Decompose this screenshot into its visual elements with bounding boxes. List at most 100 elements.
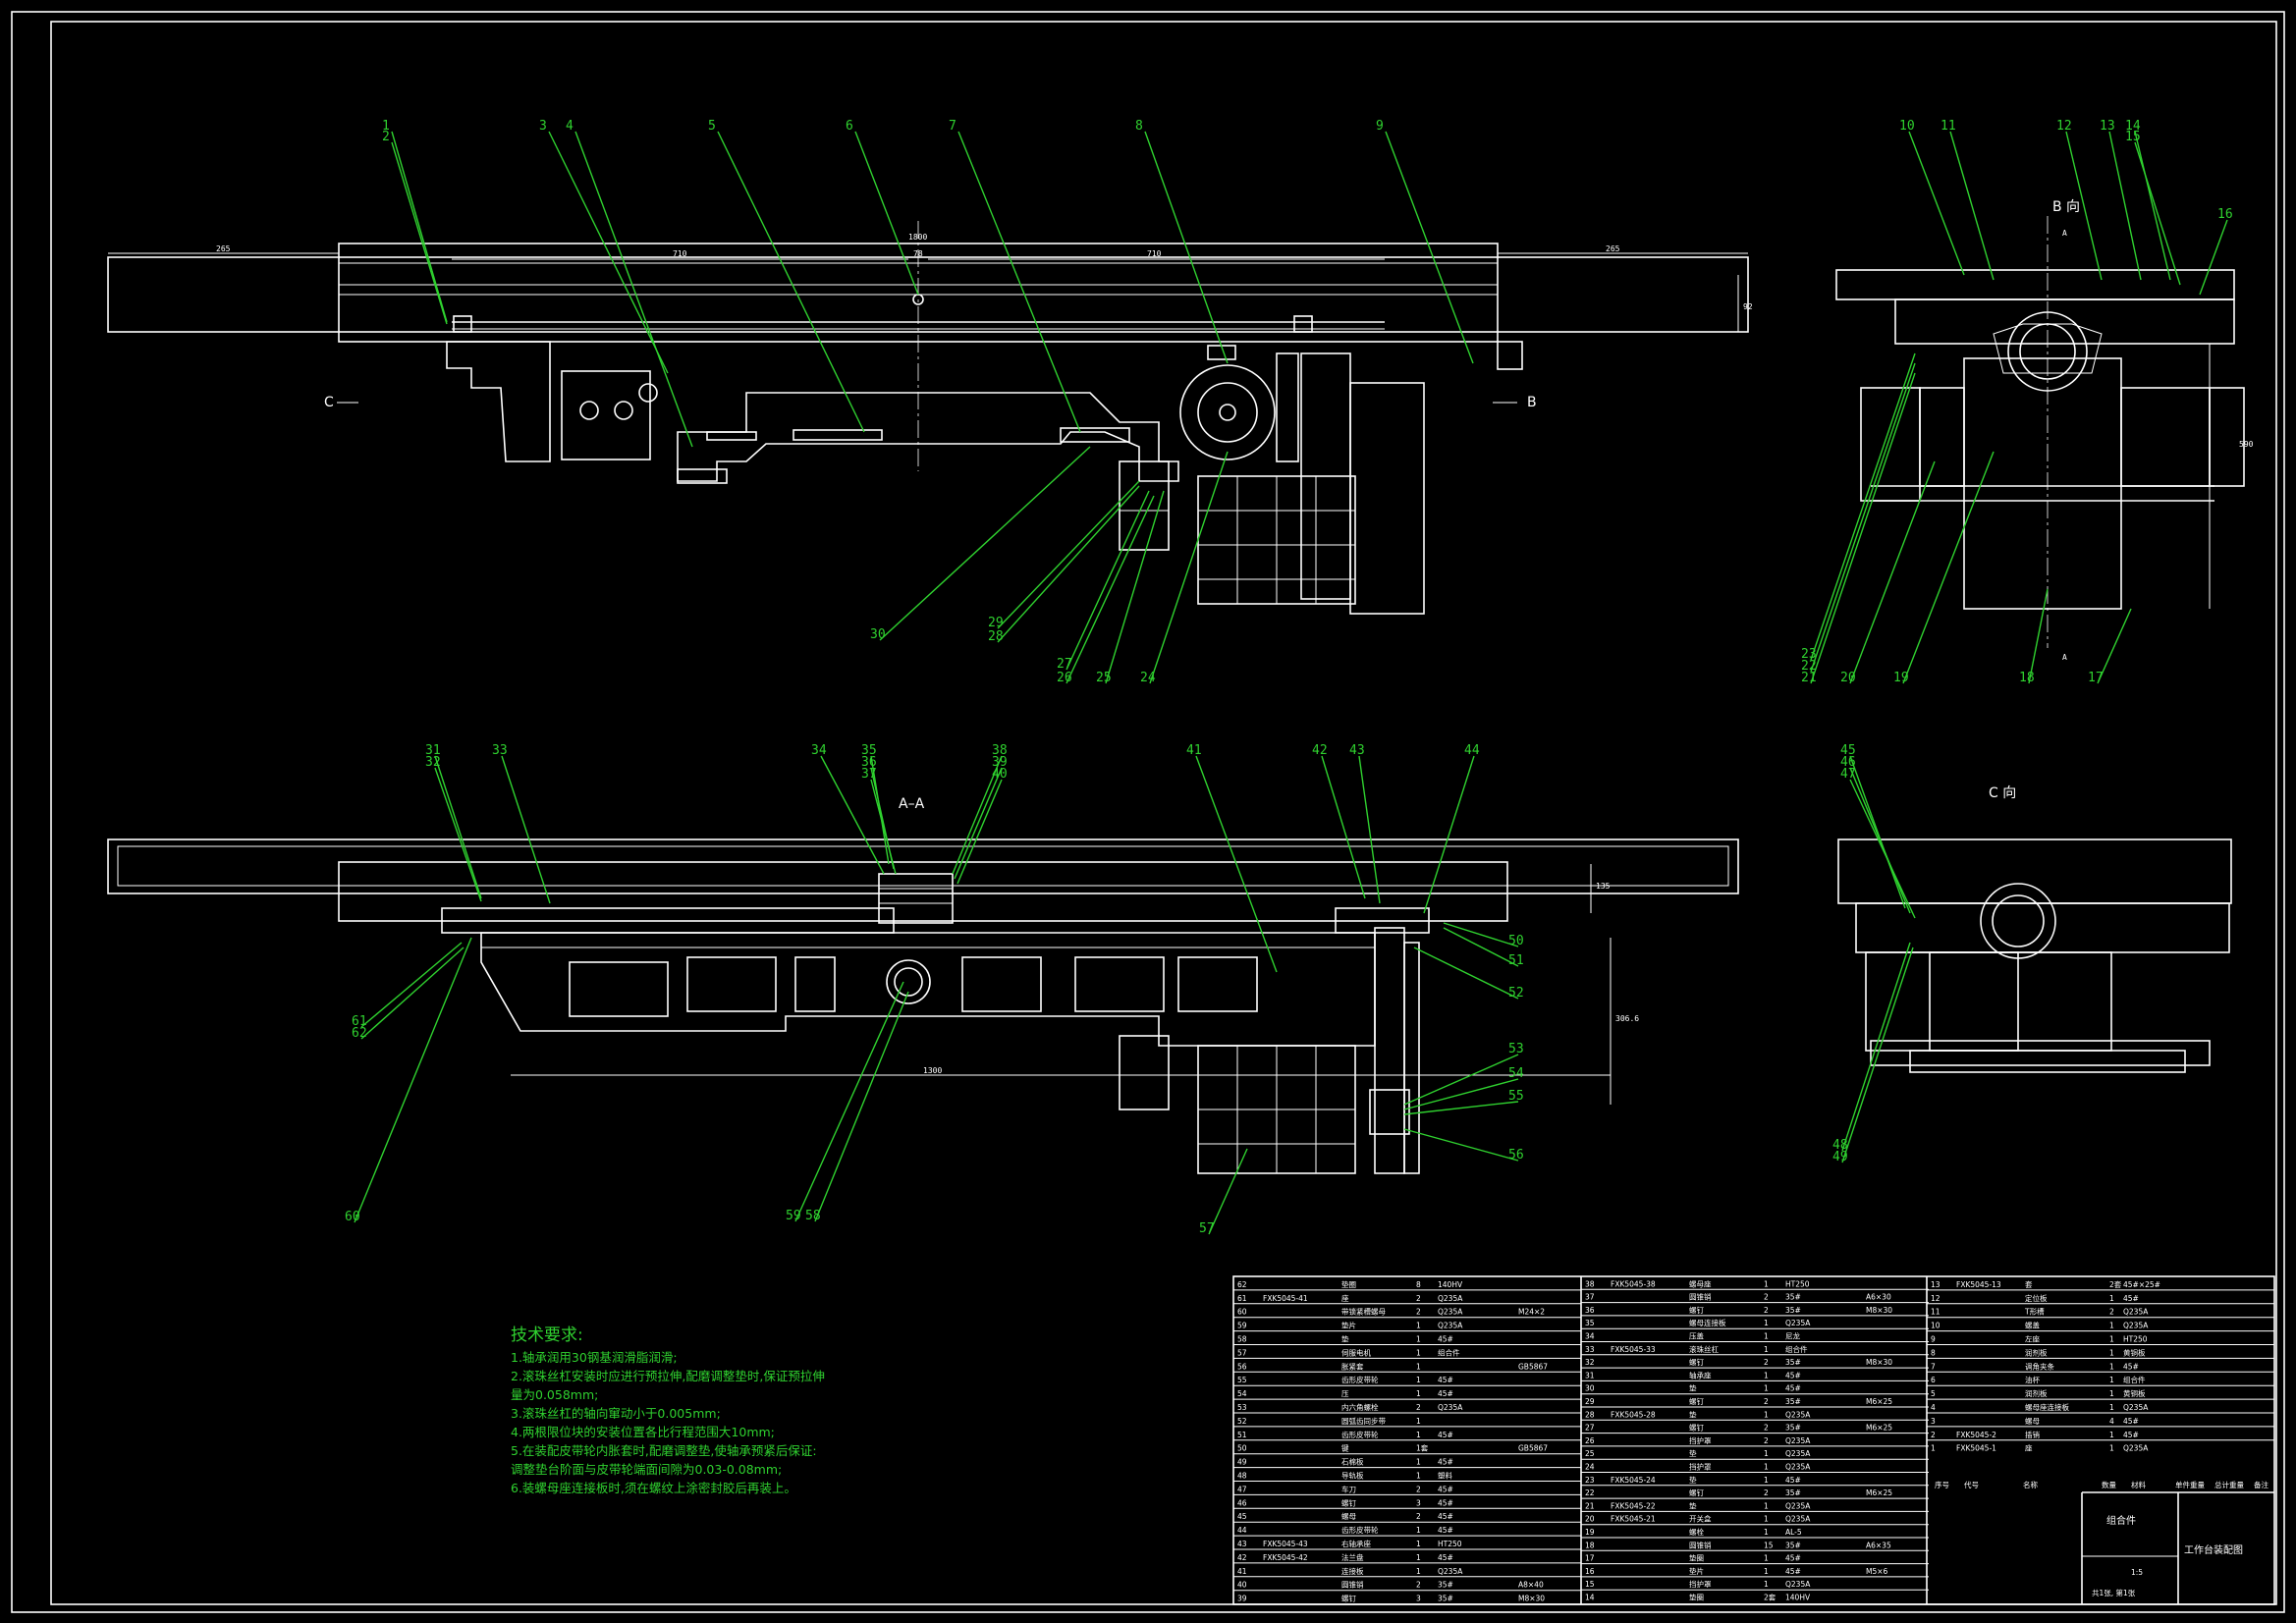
bom-cell: 挡护罩	[1689, 1435, 1712, 1445]
bom-cell: 35#	[1785, 1306, 1801, 1315]
callout-number: 44	[1464, 743, 1480, 758]
bom-cell: 8	[1931, 1348, 1936, 1357]
callout-leader	[1841, 947, 1914, 1163]
callout-leader	[1144, 131, 1229, 364]
bom-cell: 轴承座	[1689, 1370, 1712, 1380]
bom-cell: FXK5045-43	[1263, 1540, 1308, 1548]
bom-cell: 17	[1585, 1554, 1595, 1563]
tech-req-item: 调整垫台阶面与皮带轮端面间隙为0.03-0.08mm;	[511, 1462, 782, 1477]
bom-cell: 伺服电机	[1341, 1347, 1371, 1357]
callout-number: 20	[1840, 671, 1856, 685]
bom-cell: T形槽	[2024, 1307, 2045, 1317]
bom-cell: M8×30	[1866, 1306, 1892, 1315]
bom-cell: 1	[1416, 1322, 1421, 1330]
bom-cell: 2	[2109, 1308, 2114, 1317]
bom-cell: 螺钉	[1689, 1305, 1705, 1315]
bom-cell: 28	[1585, 1410, 1595, 1419]
bom-cell: 车刀	[1341, 1484, 1356, 1493]
bom-cell: 螺盖	[2025, 1321, 2041, 1330]
callout-leader	[997, 480, 1140, 629]
bom-cell: Q235A	[2123, 1403, 2149, 1412]
callout-leader	[1066, 495, 1155, 684]
bom-cell: 47	[1237, 1485, 1247, 1493]
callout-leader	[354, 937, 472, 1223]
bom-cell: 1	[1764, 1332, 1769, 1341]
callout-number: 11	[1941, 119, 1956, 134]
callout-leader	[1403, 1101, 1519, 1115]
bom-cell: 2	[1764, 1293, 1769, 1302]
dim-center-78: 78	[913, 249, 923, 258]
bom-cell: 24	[1585, 1463, 1595, 1472]
callout-leader	[2134, 141, 2181, 286]
bom-cell: 齿形皮带轮	[1341, 1430, 1379, 1439]
assembly-label: 组合件	[2106, 1514, 2136, 1527]
callout-number: 41	[1186, 743, 1202, 758]
callout-leader	[2199, 219, 2228, 296]
bom-cell: 41	[1237, 1567, 1247, 1576]
bom-cell: 组合件	[1785, 1344, 1808, 1354]
bom-cell: 45#	[1438, 1335, 1453, 1344]
bom-cell: 1	[2109, 1431, 2114, 1439]
callout-leader	[1358, 755, 1381, 904]
bom-cell: 1	[2109, 1389, 2114, 1398]
bom-cell: 压盖	[1689, 1331, 1705, 1341]
bom-cell: 螺母	[2025, 1416, 2041, 1426]
bom-cell: 1	[2109, 1294, 2114, 1303]
bom-cell: 2	[1416, 1403, 1421, 1412]
bom-cell: 1	[1764, 1554, 1769, 1563]
bom-cell: FXK5045-41	[1263, 1294, 1308, 1303]
callout-leader	[360, 942, 463, 1028]
callout-number: 8	[1135, 119, 1143, 134]
callout-number: 61	[352, 1014, 367, 1029]
callout-leader	[879, 446, 1091, 641]
bom-cell: 31	[1585, 1371, 1595, 1380]
callout-leader	[1403, 1128, 1519, 1162]
bom-cell: 38	[1585, 1279, 1595, 1288]
tech-req-item: 6.装螺母座连接板时,须在螺纹上涂密封胶后再装上。	[511, 1481, 796, 1495]
callout-leader	[952, 755, 1003, 875]
bom-cell: 37	[1585, 1293, 1595, 1302]
bom-cell: 胀紧套	[1341, 1361, 1364, 1371]
callout-leader	[360, 947, 465, 1040]
bom-cell: 45#	[1438, 1485, 1453, 1493]
bom-cell: 35#	[1438, 1595, 1453, 1603]
bom-cell: 组合件	[2123, 1375, 2146, 1384]
bom-cell: 61	[1237, 1294, 1247, 1303]
bom-cell: 1	[1416, 1472, 1421, 1481]
bom-cell: 21	[1585, 1501, 1595, 1510]
view-arrow-b: B	[1527, 395, 1537, 410]
tech-req-item: 1.轴承润用30钢基润滑脂润滑;	[511, 1350, 678, 1365]
bom-cell: 58	[1237, 1335, 1247, 1344]
bom-cell: FXK5045-2	[1956, 1431, 1996, 1439]
bom-cell: HT250	[2123, 1335, 2148, 1344]
bom-cell: Q235A	[1785, 1436, 1811, 1445]
bom-cell: 36	[1585, 1306, 1595, 1315]
bom-cell: 导轨板	[1341, 1471, 1364, 1481]
bom-cell: 45#	[1438, 1498, 1453, 1507]
bom-cell: 9	[1931, 1335, 1936, 1344]
callout-number: 47	[1840, 767, 1856, 782]
tech-req-item: 4.两根限位块的安装位置各比行程范围大10mm;	[511, 1425, 775, 1439]
bom-cell: M5×6	[1866, 1567, 1888, 1576]
bom-cell: 1	[1416, 1335, 1421, 1344]
callout-leader	[1403, 1054, 1519, 1106]
callout-leader	[1902, 451, 1995, 684]
callout-leader	[1403, 1078, 1519, 1110]
bom-cell: 1	[2109, 1403, 2114, 1412]
bom-cell: 49	[1237, 1458, 1247, 1467]
bom-cell: 59	[1237, 1322, 1247, 1330]
bom-cell: M6×25	[1866, 1488, 1892, 1497]
bom-cell: Q235A	[2123, 1444, 2149, 1453]
callout-leader	[1105, 490, 1165, 684]
bom-cell: 2	[1764, 1358, 1769, 1367]
bom-cell: 滚珠丝杠	[1689, 1344, 1719, 1354]
technical-requirements: 技术要求: 1.轴承润用30钢基润滑脂润滑; 2.滚珠丝杠安装时应进行预拉伸,配…	[511, 1325, 825, 1495]
callout-number: 40	[992, 767, 1008, 782]
bom-cell: 57	[1237, 1348, 1247, 1357]
bom-cell: Q235A	[1785, 1449, 1811, 1458]
bom-cell: 开关盒	[1689, 1514, 1712, 1524]
bom-cell: M6×25	[1866, 1424, 1892, 1433]
bom-cell: 垫圈	[1689, 1553, 1704, 1563]
bom-cell: 右轴承座	[1341, 1539, 1371, 1548]
callout-number: 27	[1057, 657, 1072, 672]
